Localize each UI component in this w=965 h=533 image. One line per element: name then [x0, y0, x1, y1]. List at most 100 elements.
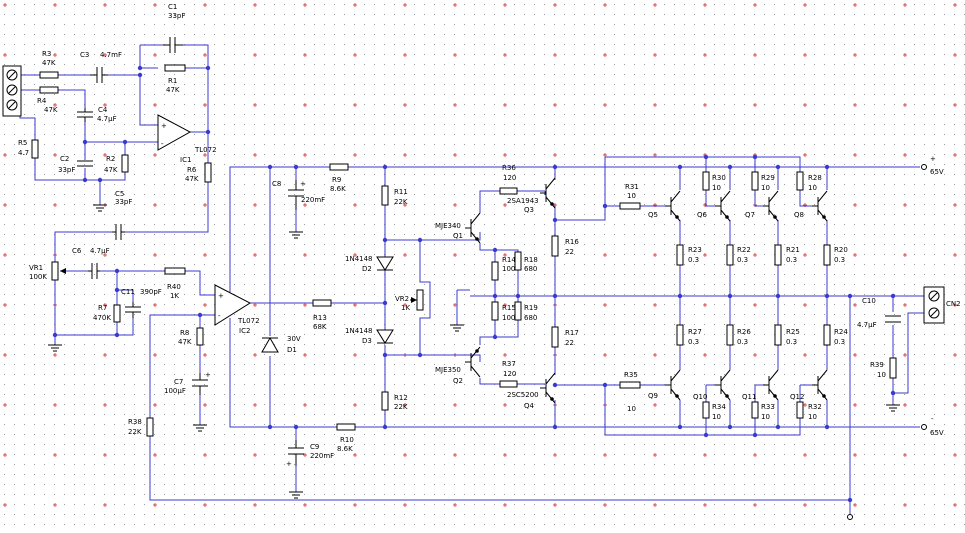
- label-r5-value: 4.7: [18, 149, 29, 157]
- resistor-r34: [702, 401, 710, 419]
- label-vneg-value: 65V: [930, 429, 944, 437]
- transistor-q6: [715, 190, 731, 222]
- label-c5-name: C5: [115, 190, 124, 198]
- label-r17-value: 22: [565, 339, 574, 347]
- potentiometer-vr1: [51, 261, 66, 281]
- resistor-r19: [514, 301, 522, 321]
- label-r12-name: R12: [394, 394, 408, 402]
- label-r35-value: 10: [627, 405, 636, 413]
- label-r6-name: R6: [187, 166, 197, 174]
- label-c7-value: 100µF: [164, 387, 186, 395]
- label-r22-value: 0.3: [737, 256, 748, 264]
- capacitor-c-feedback: [112, 224, 125, 240]
- transistor-q5: [665, 190, 681, 222]
- label-r36-value: 120: [503, 174, 516, 182]
- transistor-q9: [665, 369, 681, 401]
- label-q3-name: Q3: [524, 206, 534, 214]
- ground-c8: [289, 231, 303, 239]
- resistor-r39: [889, 357, 897, 379]
- label-r38-name: R38: [128, 418, 142, 426]
- resistor-r2: [121, 154, 129, 173]
- label-r29-value: 10: [761, 184, 770, 192]
- label-r29-name: R29: [761, 174, 775, 182]
- resistor-r15: [491, 301, 499, 321]
- transistor-q3: [540, 177, 556, 209]
- label-c1-name: C1: [168, 3, 177, 11]
- resistor-r10: [336, 423, 356, 431]
- label-ic1-name: IC1: [180, 156, 191, 164]
- label-r31-value: 10: [627, 192, 636, 200]
- label-r7-value: 470K: [93, 314, 111, 322]
- resistor-r28: [796, 171, 804, 191]
- resistor-r11: [381, 185, 389, 206]
- resistor-r17: [551, 326, 559, 348]
- label-r20-name: R20: [834, 246, 848, 254]
- label-r2-name: R2: [106, 155, 115, 163]
- resistor-r8: [196, 327, 204, 346]
- diode-d2: [376, 256, 394, 271]
- ground-vr1: [48, 344, 62, 352]
- label-r13-value: 68K: [313, 323, 327, 331]
- label-c6-name: C6: [72, 247, 82, 255]
- label-r38-value: 22K: [128, 428, 142, 436]
- label-q1-name: Q1: [453, 232, 463, 240]
- label-r35-name: R35: [624, 371, 638, 379]
- label-c8-value: 220mF: [301, 196, 325, 204]
- resistor-r23: [676, 244, 684, 266]
- label-r21-value: 0.3: [786, 256, 797, 264]
- svg-text:-: -: [161, 140, 164, 148]
- label-r26-value: 0.3: [737, 338, 748, 346]
- opamp-ic2: +-: [214, 284, 252, 326]
- components: + + + +- +-: [2, 37, 945, 520]
- label-r16-name: R16: [565, 238, 579, 246]
- label-c2-name: C2: [60, 155, 69, 163]
- resistor-r31: [619, 202, 641, 210]
- resistor-r35: [619, 381, 641, 389]
- label-vr2-value: 1K: [401, 304, 410, 312]
- label-q2-type: MJE350: [435, 366, 461, 374]
- capacitor-c2: [77, 160, 93, 167]
- label-vpos-value: 65V: [930, 168, 944, 176]
- label-r7-name: R7: [98, 304, 107, 312]
- label-ic2-type: TL072: [237, 317, 260, 325]
- capacitor-c6: [88, 263, 100, 279]
- label-c4-name: C4: [98, 106, 108, 114]
- resistor-r38: [146, 417, 154, 437]
- label-c11-value: 390pF: [140, 288, 162, 296]
- label-c10-name: C10: [862, 297, 876, 305]
- svg-text:+: +: [205, 371, 211, 379]
- label-q7-name: Q7: [745, 211, 755, 219]
- label-q6-name: Q6: [697, 211, 708, 219]
- label-r1-value: 47K: [166, 86, 180, 94]
- resistor-r6: [204, 162, 212, 183]
- label-c9-name: C9: [310, 443, 319, 451]
- label-vneg-sign: -: [931, 415, 934, 423]
- capacitor-c10: [885, 315, 901, 323]
- svg-text:+: +: [161, 122, 167, 130]
- label-c2-value: 33pF: [58, 166, 75, 174]
- resistor-r24: [823, 324, 831, 346]
- label-r27-value: 0.3: [688, 338, 699, 346]
- label-r40-value: 1K: [170, 292, 179, 300]
- label-c3-name: C3: [80, 51, 89, 59]
- label-c4-value: 4.7µF: [97, 115, 117, 123]
- label-r13-name: R13: [313, 314, 327, 322]
- resistor-r32: [796, 401, 804, 419]
- label-r28-name: R28: [808, 174, 822, 182]
- capacitor-c4: [77, 108, 93, 122]
- terminal-bottom: [847, 514, 853, 520]
- resistor-r13: [312, 299, 332, 307]
- label-c1-value: 33pF: [168, 12, 185, 20]
- resistor-r14: [491, 261, 499, 281]
- label-r25-value: 0.3: [786, 338, 797, 346]
- label-vr2-name: VR2: [395, 295, 409, 303]
- label-c7-name: C7: [174, 378, 183, 386]
- label-q8-name: Q8: [794, 211, 804, 219]
- resistor-r1: [164, 64, 186, 72]
- label-q1-type: MJE340: [435, 222, 461, 230]
- label-r33-name: R33: [761, 403, 775, 411]
- label-r16-value: 22: [565, 248, 574, 256]
- label-r32-value: 10: [808, 413, 817, 421]
- resistor-r16: [551, 235, 559, 257]
- label-r26-name: R26: [737, 328, 751, 336]
